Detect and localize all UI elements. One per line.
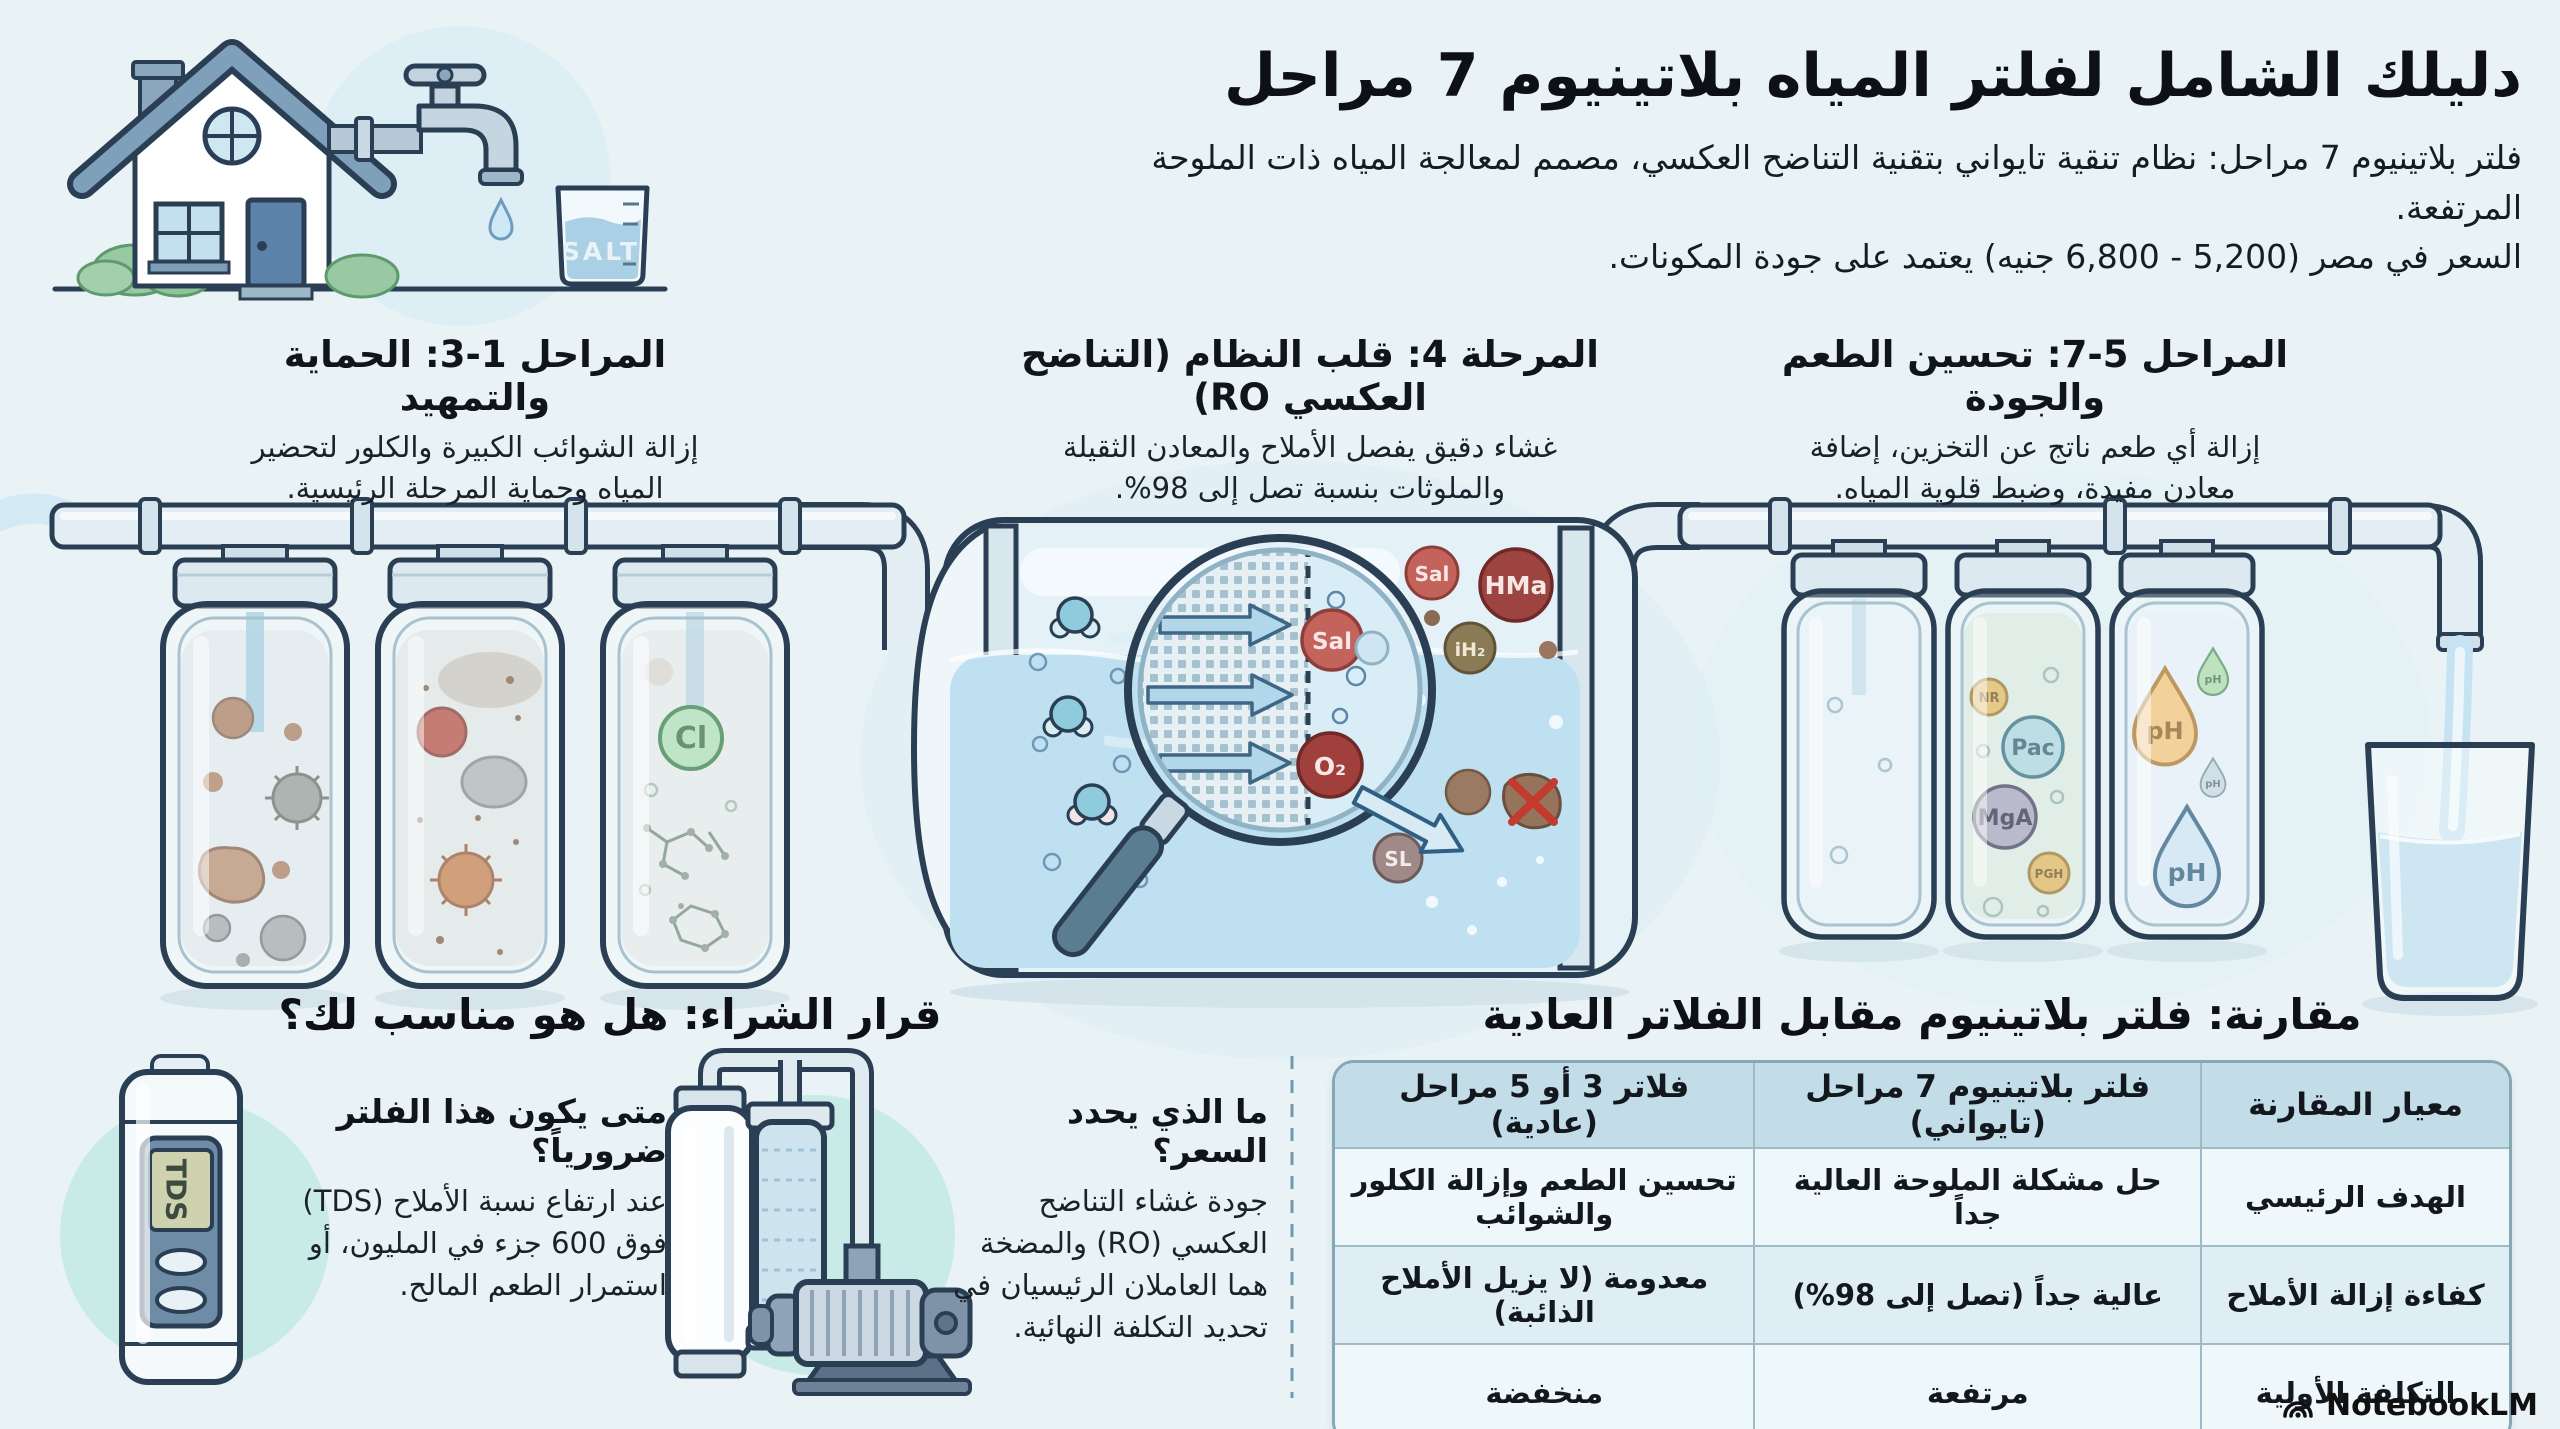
table-row-salt-removal: كفاءة إزالة الأملاح عالية جداً (تصل إلى … <box>1335 1245 2509 1343</box>
cell-salt-regular: معدومة (لا يزيل الأملاح الذائبة) <box>1335 1245 1754 1343</box>
watermark: NotebookLM <box>2280 1388 2538 1423</box>
watermark-brand: NotebookLM <box>2325 1388 2538 1423</box>
cartridge-stage3-chlorine: Cl <box>600 546 790 1010</box>
stage-4-title: المرحلة 4: قلب النظام (التناضح العكسي RO… <box>1021 333 1599 419</box>
pump-motor-icon <box>748 1243 973 1396</box>
blob <box>310 26 610 326</box>
subtitle-line1: فلتر بلاتينيوم 7 مراحل: نظام تنقية تايوا… <box>1151 138 2522 227</box>
notebooklm-logo-icon <box>2283 1400 2313 1418</box>
blocked-particle-icon <box>1502 772 1562 830</box>
house-faucet-illustration: SALT <box>52 26 668 326</box>
cartridge-stage5-clear <box>1779 541 1939 962</box>
stage-4-desc: غشاء دقيق يفصل الأملاح والمعادن الثقيلة … <box>1062 430 1558 506</box>
faucet-icon <box>327 63 524 241</box>
decision-block-when: متى يكون هذا الفلتر ضرورياً؟ عند ارتفاع … <box>262 1092 667 1306</box>
decision-section-title: قرار الشراء: هل هو مناسب لك؟ <box>278 990 942 1039</box>
magnifier-handle <box>1051 792 1190 958</box>
pump-illustration <box>665 1048 973 1396</box>
tds-button <box>155 1248 207 1276</box>
tds-display-label: TDS <box>160 1159 193 1222</box>
subtitle-line2: السعر في مصر (5,200 - 6,800 جنيه) يعتمد … <box>1608 237 2523 276</box>
page-header: دليلك الشامل لفلتر المياه بلاتينيوم 7 مر… <box>1022 42 2522 282</box>
pipe-right <box>1677 502 2443 550</box>
bush-icon <box>324 253 400 299</box>
ih2-bubble-label: iH₂ <box>1455 639 1486 661</box>
membrane-housing-icon <box>665 1085 755 1379</box>
pipe-joints <box>1768 497 2352 555</box>
decision-question-when: متى يكون هذا الفلتر ضرورياً؟ <box>336 1092 667 1170</box>
decision-block-price: ما الذي يحدد السعر؟ جودة غشاء التناضح ال… <box>940 1092 1268 1348</box>
water-drop-icon <box>488 196 514 241</box>
decision-answer-when: عند ارتفاع نسبة الأملاح (TDS) فوق 600 جز… <box>302 1184 667 1303</box>
stage-5-7-title: المراحل 5-7: تحسين الطعم والجودة <box>1781 333 2289 419</box>
cartridge-stage6-minerals: NR Pac MgA PGH <box>1943 541 2103 962</box>
cell-goal-regular: تحسين الطعم وإزالة الكلور والشوائب <box>1335 1147 1754 1245</box>
stage-block-5-7: المراحل 5-7: تحسين الطعم والجودة إزالة أ… <box>1760 333 2310 509</box>
pipe-joints <box>138 497 802 555</box>
cell-cost-platinum: مرتفعة <box>1753 1343 2201 1429</box>
contaminant-bubbles: Sal HMa iH₂ SL <box>1372 545 1563 935</box>
decision-question-price: ما الذي يحدد السعر؟ <box>1067 1092 1268 1170</box>
magnifier-icon: Sal O₂ <box>1051 534 1465 958</box>
flow-arrow-icon <box>1146 603 1294 785</box>
water-glass-icon <box>2362 635 2538 1016</box>
stage-5-7-desc: إزالة أي طعم ناتج عن التخزين، إضافة معاد… <box>1809 430 2261 506</box>
stage-1-3-desc: إزالة الشوائب الكبيرة والكلور لتحضير الم… <box>251 430 699 506</box>
sal-bubble-label: Sal <box>1312 629 1352 655</box>
header-platinum-filter: فلتر بلاتينيوم 7 مراحل (تايواني) <box>1753 1063 2201 1147</box>
header-criterion: معيار المقارنة <box>2200 1063 2509 1147</box>
cell-goal-criterion: الهدف الرئيسي <box>2200 1147 2509 1245</box>
pipes <box>0 493 2484 652</box>
door-icon <box>245 197 307 289</box>
hma-bubble-label: HMa <box>1485 571 1548 600</box>
page-title: دليلك الشامل لفلتر المياه بلاتينيوم 7 مر… <box>1224 41 2522 111</box>
header-regular-filters: فلاتر 3 أو 5 مراحل (عادية) <box>1335 1063 1754 1147</box>
cell-salt-criterion: كفاءة إزالة الأملاح <box>2200 1245 2509 1343</box>
page-subtitle: فلتر بلاتينيوم 7 مراحل: نظام تنقية تايوا… <box>1022 133 2522 282</box>
stage-block-1-3: المراحل 1-3: الحماية والتمهيد إزالة الشو… <box>225 333 725 509</box>
tds-meter-icon: TDS <box>60 1054 330 1385</box>
cell-salt-platinum: عالية جداً (تصل إلى 98%) <box>1753 1245 2201 1343</box>
stage-1-3-title: المراحل 1-3: الحماية والتمهيد <box>283 333 667 419</box>
decision-answer-price: جودة غشاء التناضح العكسي (RO) والمضخة هم… <box>953 1184 1268 1345</box>
cartridge-stage1-sediment <box>160 546 350 1010</box>
sl-bubble-label: SL <box>1384 847 1411 871</box>
cell-goal-platinum: حل مشكلة الملوحة العالية جداً <box>1753 1147 2201 1245</box>
comparison-table-wrap: معيار المقارنة فلتر بلاتينيوم 7 مراحل (ت… <box>1332 1060 2512 1429</box>
reject-arrow-icon <box>1351 785 1465 855</box>
table-row-main-goal: الهدف الرئيسي حل مشكلة الملوحة العالية ج… <box>1335 1147 2509 1245</box>
comparison-section-title: مقارنة: فلتر بلاتينيوم مقابل الفلاتر الع… <box>1482 990 2362 1039</box>
cartridge-stage2-rust-bacteria <box>375 546 565 1010</box>
comparison-table: معيار المقارنة فلتر بلاتينيوم 7 مراحل (ت… <box>1332 1060 2512 1429</box>
house-icon <box>67 39 400 301</box>
ro-vessel-illustration: Sal HMa iH₂ SL <box>911 517 1638 1008</box>
tds-button <box>155 1286 207 1314</box>
cell-cost-regular: منخفضة <box>1335 1343 1754 1429</box>
comparison-header-row: معيار المقارنة فلتر بلاتينيوم 7 مراحل (ت… <box>1335 1063 2509 1147</box>
o2-bubble-label: O₂ <box>1314 752 1346 781</box>
stage-block-4: المرحلة 4: قلب النظام (التناضح العكسي RO… <box>980 333 1640 509</box>
salt-label: SALT <box>562 237 640 266</box>
sal-bubble-label: Sal <box>1415 562 1450 586</box>
cartridge-stage7-ph: pH pH pH pH <box>2107 541 2267 962</box>
pipe-left <box>49 502 907 550</box>
salt-beaker-icon: SALT <box>555 185 650 287</box>
